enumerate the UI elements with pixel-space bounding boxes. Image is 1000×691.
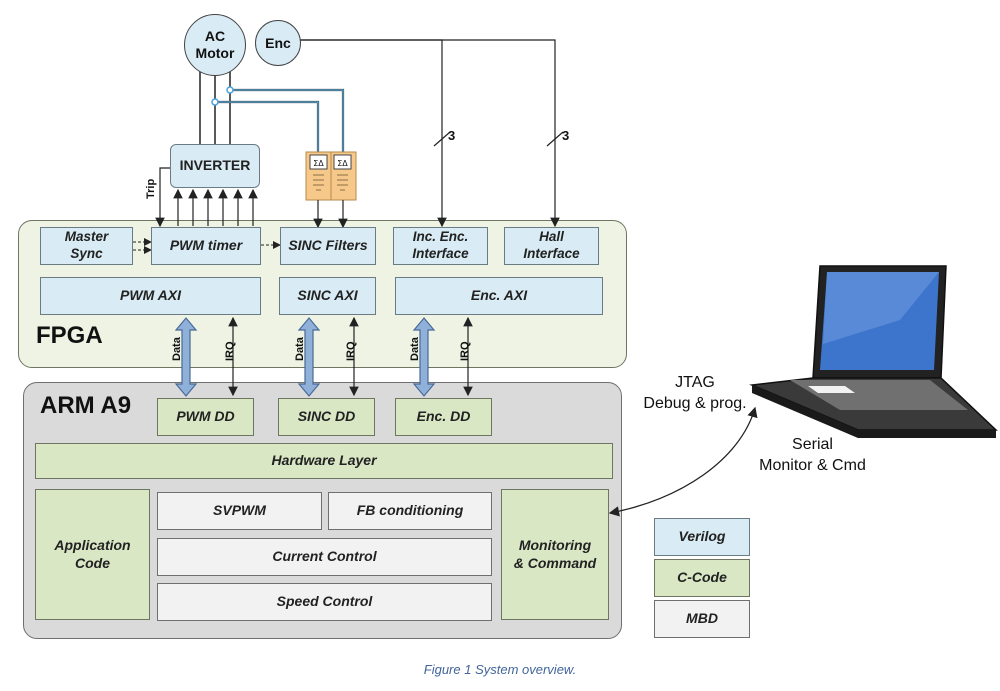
bus-slash	[433, 131, 451, 147]
enc-axi-block: Enc. AXI	[395, 277, 603, 315]
sinc-dd-block: SINC DD	[278, 398, 375, 436]
arm-title: ARM A9	[40, 392, 132, 419]
data-label: Data	[171, 337, 183, 361]
application-code-block: Application Code	[35, 489, 150, 620]
irq-label: IRQ	[345, 341, 357, 361]
irq-label: IRQ	[224, 341, 236, 361]
serial-label: Serial Monitor & Cmd	[759, 436, 866, 474]
trip-label: Trip	[145, 178, 157, 199]
laptop-icon	[749, 265, 998, 438]
hall-interface-block: Hall Interface	[504, 227, 599, 265]
legend-verilog: Verilog	[654, 518, 750, 556]
bus-slash	[546, 131, 564, 147]
inverter: INVERTER	[170, 144, 260, 188]
sinc-filters-block: SINC Filters	[280, 227, 376, 265]
legend-mbd: MBD	[654, 600, 750, 638]
svpwm-block: SVPWM	[157, 492, 322, 530]
data-label: Data	[294, 337, 306, 361]
data-bus-arrows	[174, 317, 436, 397]
data-label: Data	[409, 337, 421, 361]
current-sense-tap	[211, 98, 219, 106]
enc-dd-block: Enc. DD	[395, 398, 492, 436]
sigma-delta-symbol: ΣΔ	[313, 159, 324, 168]
ac-motor: AC Motor	[184, 14, 246, 76]
sinc-axi-block: SINC AXI	[279, 277, 376, 315]
jtag-label: JTAG Debug & prog.	[643, 374, 747, 412]
legend-ccode: C-Code	[654, 559, 750, 597]
current-sense-tap	[226, 86, 234, 94]
pwm-timer-block: PWM timer	[151, 227, 261, 265]
encoder: Enc	[255, 20, 301, 66]
master-sync-block: Master Sync	[40, 227, 133, 265]
figure-caption: Figure 1 System overview.	[423, 662, 577, 677]
fpga-title: FPGA	[36, 322, 103, 349]
irq-label: IRQ	[459, 341, 471, 361]
enc-bus-width: 3	[448, 128, 456, 143]
hall-bus-width: 3	[562, 128, 570, 143]
pwm-dd-block: PWM DD	[157, 398, 254, 436]
speed-control-block: Speed Control	[157, 583, 492, 621]
current-control-block: Current Control	[157, 538, 492, 576]
inc-enc-interface-block: Inc. Enc. Interface	[393, 227, 488, 265]
pwm-axi-block: PWM AXI	[40, 277, 261, 315]
irq-arrows	[228, 316, 473, 397]
monitoring-command-block: Monitoring & Command	[501, 489, 609, 620]
sigma-delta-symbol: ΣΔ	[337, 159, 348, 168]
hardware-layer-block: Hardware Layer	[35, 443, 613, 479]
fb-conditioning-block: FB conditioning	[328, 492, 492, 530]
